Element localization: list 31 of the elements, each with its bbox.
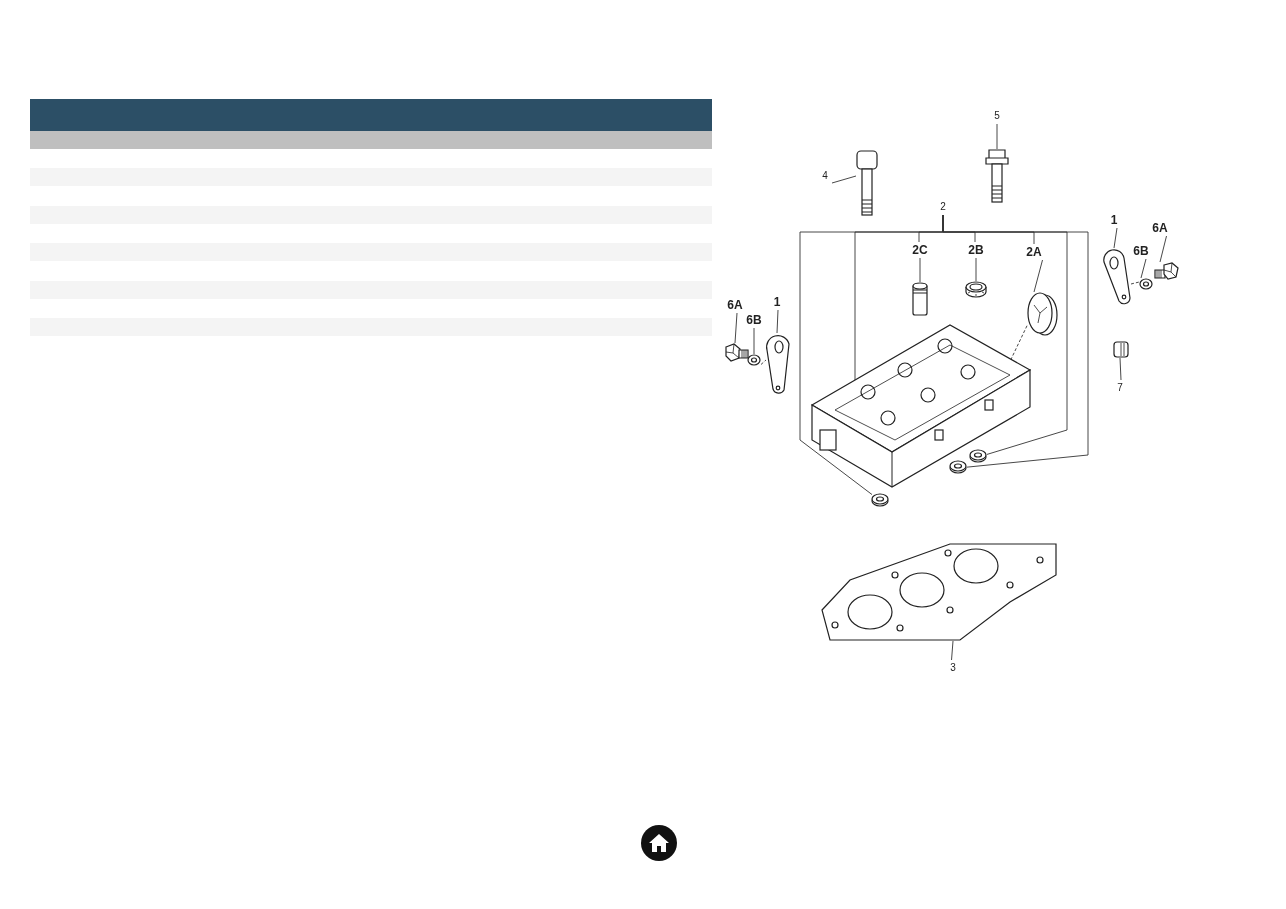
leader-line — [1033, 259, 1043, 293]
callout-number: 6A — [722, 297, 748, 313]
leader-line — [1159, 235, 1167, 263]
leader-line — [1010, 325, 1028, 360]
callout-number: 6A — [1147, 220, 1173, 236]
callout-number: 2C — [907, 242, 933, 258]
leader-line — [760, 359, 767, 365]
callout-number: 4 — [818, 168, 832, 184]
callout-number: 2 — [936, 199, 950, 215]
leader-line — [942, 214, 1035, 245]
leader-line — [776, 309, 779, 334]
callout-number: 5 — [990, 108, 1004, 124]
callout-number: 7 — [1113, 380, 1127, 396]
leader-line — [919, 257, 921, 283]
leader-line — [1119, 357, 1122, 381]
leader-line — [1130, 281, 1140, 285]
callout-number: 2B — [963, 242, 989, 258]
leader-line — [975, 257, 977, 282]
callout-number: 6B — [741, 312, 767, 328]
leader-line — [951, 640, 954, 661]
leader-line — [996, 123, 998, 150]
callout-number: 1 — [770, 294, 784, 310]
callout-number: 3 — [946, 660, 960, 676]
leader-line — [734, 312, 738, 344]
leader-line — [1113, 227, 1118, 249]
callout-number: 2A — [1021, 244, 1047, 260]
leader-line — [1140, 258, 1147, 279]
leader-line — [831, 175, 857, 184]
leader-line — [753, 327, 755, 355]
callout-number: 6B — [1128, 243, 1154, 259]
callout-number: 1 — [1107, 212, 1121, 228]
